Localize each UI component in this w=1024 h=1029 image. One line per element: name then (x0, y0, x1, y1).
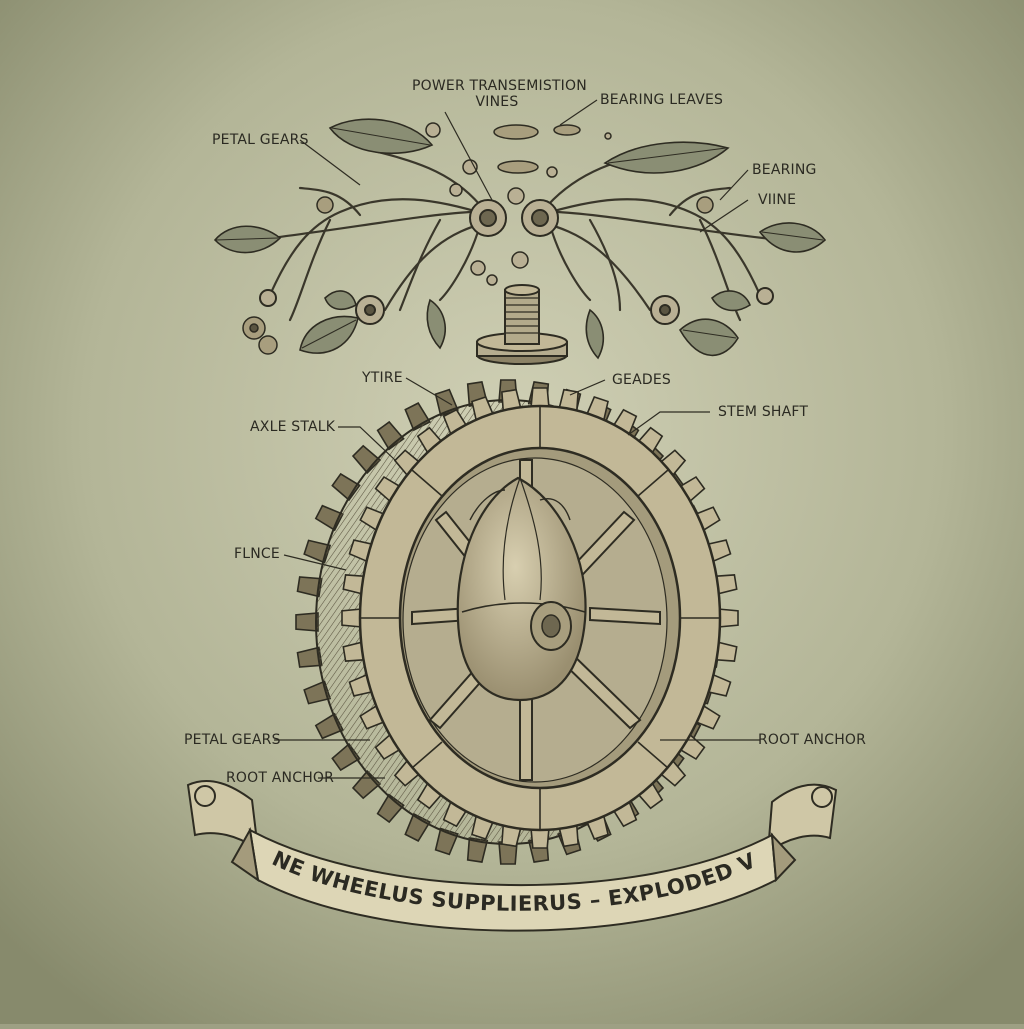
label-axle-stalk: AXLE STALK (250, 419, 336, 435)
label-viine: VIINE (758, 192, 797, 208)
label-stem-shaft: STEM SHAFT (718, 404, 809, 420)
label-ytire: YTIRE (362, 370, 403, 386)
top-bearings (259, 199, 774, 325)
gear-tooth (295, 612, 319, 632)
label-petal-gears-bottom: PETAL GEARS (184, 732, 281, 748)
main-wheel (295, 379, 739, 865)
label-flnce: FLNCE (234, 546, 280, 562)
label-root-anchor-right: ROOT ANCHOR (758, 732, 867, 748)
leader-lines (274, 99, 760, 779)
label-power-transmission-line2: VINES (475, 94, 519, 110)
small-cogs (242, 124, 714, 355)
banner-ribbon (186, 780, 838, 932)
label-bearing: BEARING (752, 162, 817, 178)
floating-beads (425, 122, 612, 286)
leaf-veins (215, 127, 824, 349)
label-geades: GEADES (612, 372, 671, 388)
label-bearing-leaves: BEARING LEAVES (600, 92, 724, 108)
label-power-transmission-line1: POWER TRANSEMISTION (412, 78, 587, 94)
label-root-anchor-left: ROOT ANCHOR (226, 770, 335, 786)
stem-shaft (476, 284, 568, 365)
label-power-transmission: POWER TRANSEMISTION VINES (412, 78, 587, 110)
label-petal-gears-top: PETAL GEARS (212, 132, 309, 148)
